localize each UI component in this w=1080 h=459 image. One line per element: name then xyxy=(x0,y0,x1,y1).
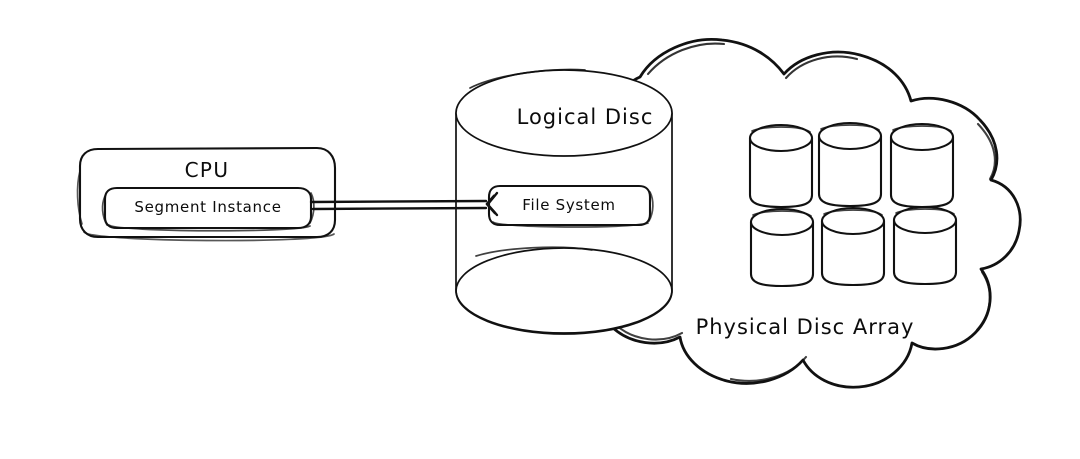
physical-disc-r2c1 xyxy=(749,207,815,288)
physical-disc-r1c1 xyxy=(748,123,814,209)
segment-instance-box xyxy=(101,186,315,232)
cpu-label: CPU xyxy=(184,158,230,182)
logical-disc-label: Logical Disc xyxy=(516,105,654,129)
physical-disc-array-label: Physical Disc Array xyxy=(695,315,915,339)
file-system-box xyxy=(487,184,654,228)
physical-disc-r1c2 xyxy=(817,121,883,208)
segment-instance-label: Segment Instance xyxy=(134,198,282,216)
physical-disc-r2c2 xyxy=(820,206,886,287)
physical-disc-r2c3 xyxy=(892,205,958,286)
file-system-label: File System xyxy=(522,196,616,214)
physical-disc-r1c3 xyxy=(889,122,955,209)
arrow-segment-to-filesystem xyxy=(309,191,499,217)
